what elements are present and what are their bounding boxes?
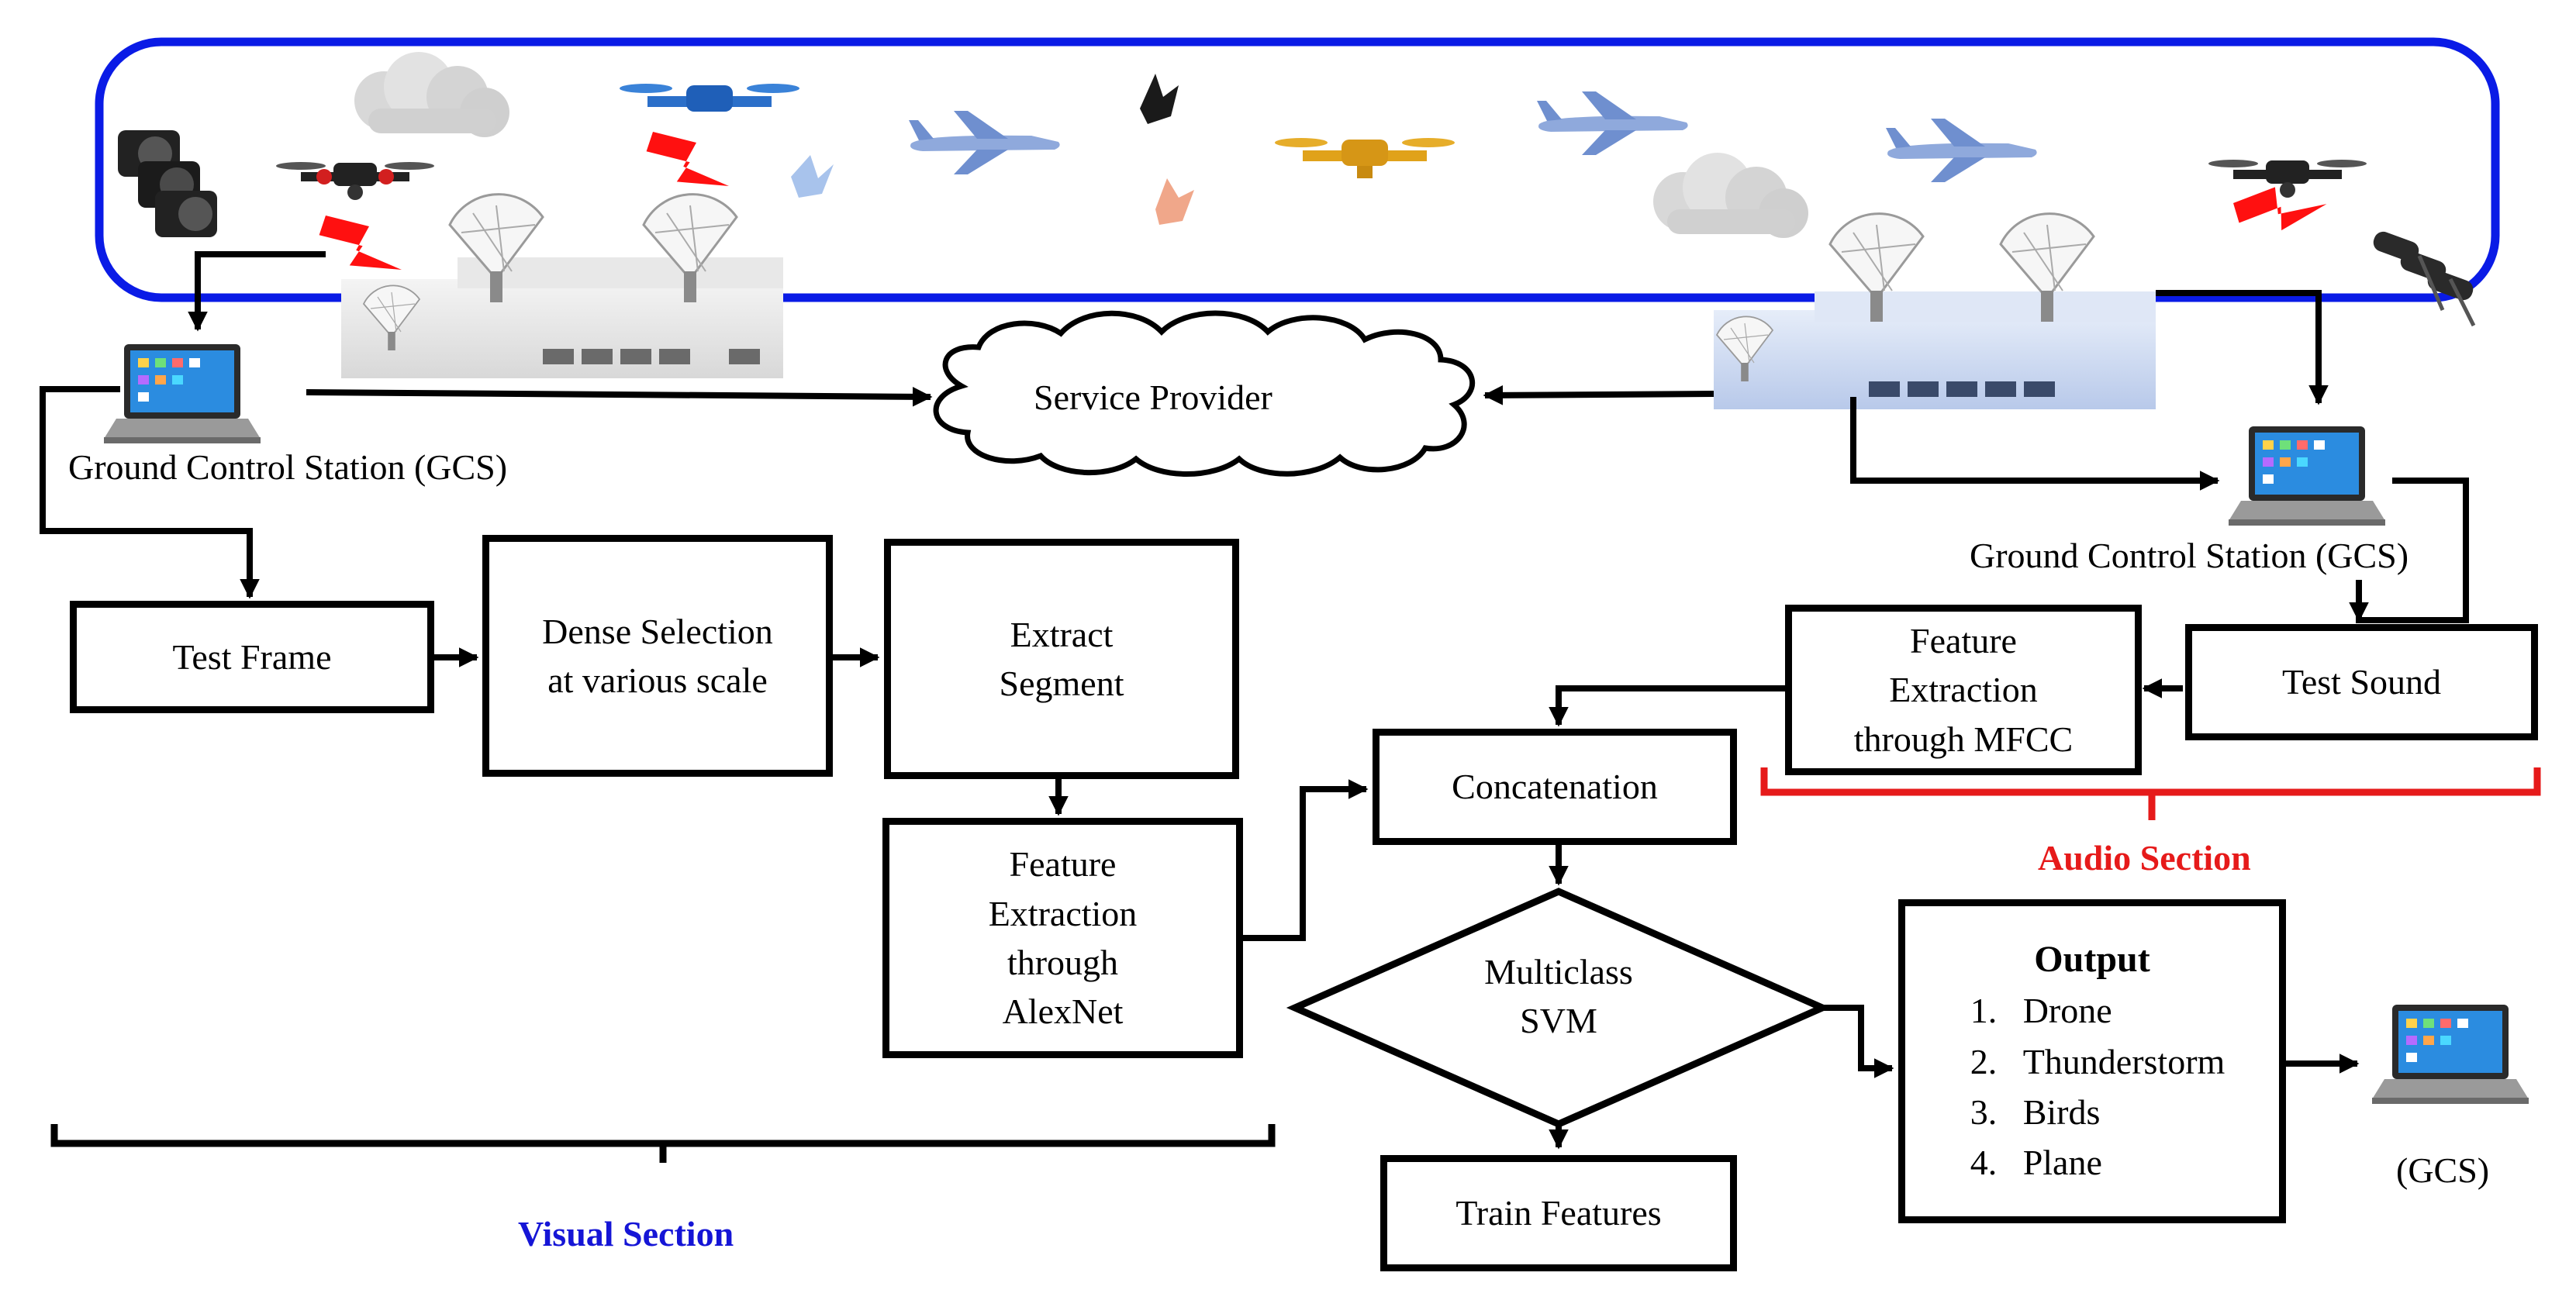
- service-provider-label: Service Provider: [1034, 378, 1272, 417]
- airplane-icon: [1537, 91, 1688, 155]
- extract-label-line1: Extract: [1010, 614, 1114, 654]
- mfcc-label-line2: Extraction: [1889, 670, 2038, 710]
- arrow-provider-to-gcs-right: [1850, 397, 2220, 491]
- test-sound-box: Test Sound: [2185, 624, 2538, 740]
- gcs-left-label: Ground Control Station (GCS): [68, 447, 508, 487]
- laptop-icon: [2229, 426, 2385, 526]
- building-icon: [341, 257, 783, 378]
- bird-icon: [1155, 178, 1194, 225]
- output-item: Birds: [2006, 1087, 2226, 1137]
- microphone-icon: [2373, 231, 2476, 327]
- test-frame-box: Test Frame: [70, 601, 434, 713]
- audio-section-label: Audio Section: [2038, 838, 2251, 878]
- gcs-output-label: (GCS): [2396, 1150, 2490, 1190]
- drone-icon: [276, 162, 434, 200]
- lightning-icon: [646, 132, 729, 186]
- camera-icon: [118, 130, 217, 237]
- test-frame-label: Test Frame: [172, 636, 332, 677]
- extract-segment-box: Extract Segment: [884, 539, 1239, 779]
- visual-section-brace: [50, 1124, 1276, 1163]
- audio-section-brace: [1760, 767, 2541, 820]
- cloud-icon: [354, 52, 509, 137]
- arrow-sky-to-gcs-left: [188, 251, 326, 332]
- service-provider-cloud: [933, 310, 1476, 477]
- svm-label: Multiclass SVM: [1404, 947, 1714, 1046]
- svm-label-line2: SVM: [1520, 1001, 1597, 1041]
- mfcc-feature-box: Feature Extraction through MFCC: [1785, 605, 2142, 775]
- mfcc-label-line3: through MFCC: [1853, 719, 2074, 759]
- alexnet-label-line4: AlexNet: [1002, 991, 1124, 1032]
- test-sound-label: Test Sound: [2281, 662, 2442, 702]
- sky-frame: [95, 37, 2500, 302]
- building-icon: [1714, 291, 2156, 409]
- cloud-icon: [1653, 153, 1808, 238]
- laptop-icon: [104, 344, 261, 443]
- bird-icon: [1140, 74, 1179, 124]
- airplane-icon: [909, 111, 1060, 174]
- mfcc-label-line1: Feature: [1910, 620, 2017, 660]
- dense-label-line1: Dense Selection: [542, 611, 773, 651]
- svm-diamond: [1286, 888, 1832, 1128]
- output-item: Drone: [2006, 985, 2226, 1036]
- bird-icon: [791, 155, 834, 198]
- alexnet-label-line1: Feature: [1009, 844, 1117, 885]
- alexnet-label-line3: through: [1007, 943, 1119, 982]
- arrow-gcs-to-provider: [306, 387, 933, 407]
- visual-section-label: Visual Section: [518, 1214, 734, 1254]
- alexnet-label-line2: Extraction: [988, 893, 1138, 933]
- arrow-alexnet-to-concat: [1242, 779, 1369, 941]
- output-list: Drone Thunderstorm Birds Plane: [1960, 985, 2226, 1188]
- drone-icon: [1275, 138, 1455, 178]
- output-box: Output Drone Thunderstorm Birds Plane: [1898, 899, 2286, 1223]
- svm-label-line1: Multiclass: [1484, 952, 1633, 991]
- train-features-label: Train Features: [1455, 1193, 1662, 1233]
- dense-selection-box: Dense Selection at various scale: [482, 535, 833, 777]
- concatenation-box: Concatenation: [1373, 729, 1737, 845]
- drone-icon: [620, 84, 799, 112]
- concatenation-label: Concatenation: [1452, 767, 1658, 807]
- alexnet-feature-box: Feature Extraction through AlexNet: [882, 818, 1243, 1058]
- extract-label-line2: Segment: [999, 664, 1124, 703]
- arrow-svm-to-output: [1822, 1005, 1894, 1078]
- train-features-box: Train Features: [1380, 1155, 1737, 1271]
- arrow-building-to-provider: [1483, 385, 1714, 405]
- arrow-mfcc-to-concat: [1549, 685, 1787, 727]
- output-item: Plane: [2006, 1137, 2226, 1188]
- arrow-gcs-to-test-frame: [40, 386, 260, 599]
- gcs-right-label: Ground Control Station (GCS): [1970, 536, 2409, 575]
- lightning-icon: [319, 216, 402, 270]
- arrow-sky-to-gcs-right: [2156, 290, 2329, 405]
- output-title: Output: [2034, 939, 2150, 981]
- airplane-icon: [1886, 119, 2037, 182]
- dense-label-line2: at various scale: [547, 660, 768, 700]
- output-item: Thunderstorm: [2006, 1036, 2226, 1087]
- laptop-icon: [2372, 1005, 2529, 1104]
- drone-icon: [2208, 160, 2367, 198]
